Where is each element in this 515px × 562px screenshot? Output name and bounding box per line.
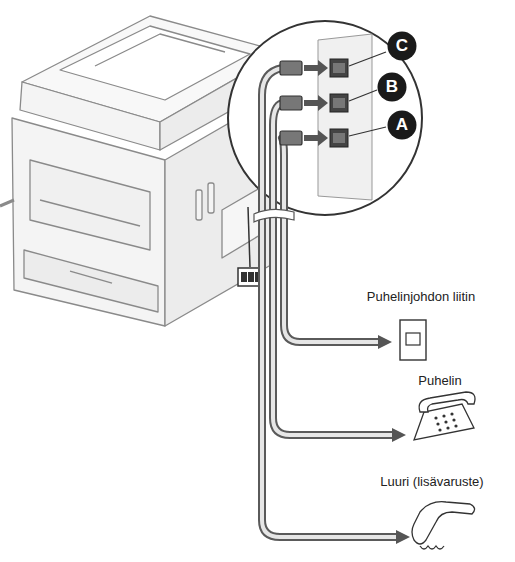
cable-tie <box>254 209 294 222</box>
device-label: Puhelin <box>418 373 461 388</box>
paper-drawer <box>24 250 158 312</box>
leader-line <box>349 90 377 101</box>
socket-a <box>330 129 348 147</box>
arrow-shaft <box>304 65 318 71</box>
magnifier-leader <box>248 207 250 267</box>
leader-line <box>349 52 386 66</box>
arrow-head <box>392 428 406 442</box>
handset-coil <box>420 546 444 549</box>
arrow-head <box>318 60 328 76</box>
arrow-shaft <box>304 135 318 141</box>
callout-letter: C <box>387 31 417 56</box>
socket-inner <box>333 133 345 143</box>
sockets <box>330 59 348 147</box>
insert-arrows <box>304 60 328 146</box>
arrow-shaft <box>304 100 318 106</box>
side-cover <box>222 188 260 258</box>
callout-circle: B <box>377 72 407 102</box>
drawer-handle <box>70 271 112 283</box>
arrow-head <box>318 95 328 111</box>
cable-a <box>282 138 380 342</box>
callout-letter: B <box>377 72 407 97</box>
document-feeder <box>60 26 250 100</box>
device-label: Luuri (lisävaruste) <box>380 474 483 489</box>
callout-disc <box>388 32 417 61</box>
socket-b <box>330 94 348 112</box>
plug <box>280 96 302 110</box>
socket-inner <box>333 63 345 73</box>
socket-c <box>330 59 348 77</box>
cable-b-inner <box>273 103 394 435</box>
telephone <box>414 392 475 440</box>
handset-body <box>412 502 475 544</box>
leader-line <box>349 127 386 136</box>
magnifier-circle <box>228 21 422 215</box>
callout-disc <box>388 111 417 140</box>
callout-letter: A <box>387 110 417 135</box>
device-label: Puhelinjohdon liitin <box>367 289 475 304</box>
port-panel <box>318 34 372 200</box>
callout-circle: A <box>387 110 417 140</box>
cable-arrows <box>378 335 410 544</box>
phone-receiver <box>419 392 475 412</box>
plug <box>280 61 302 75</box>
cable-b <box>273 103 394 435</box>
port-mini <box>241 272 247 282</box>
port-mini <box>248 272 254 282</box>
plugs <box>280 61 302 145</box>
printer-front-face <box>12 118 165 326</box>
callout-disc <box>378 73 407 102</box>
output-area <box>30 160 150 250</box>
wall-jack <box>400 320 426 360</box>
arrow-head <box>318 130 328 146</box>
side-vent <box>196 190 202 220</box>
callout-circle: C <box>387 31 417 61</box>
wall-jack-socket <box>406 333 420 345</box>
side-vent <box>208 183 214 213</box>
feeder-guide <box>95 34 225 66</box>
power-cord <box>0 200 14 206</box>
handset <box>412 502 475 549</box>
socket-inner <box>333 98 345 108</box>
arrow-head <box>378 335 392 349</box>
arrow-head <box>396 530 410 544</box>
output-slot <box>40 200 140 226</box>
cable-a-inner <box>282 138 380 342</box>
plug <box>280 131 302 145</box>
